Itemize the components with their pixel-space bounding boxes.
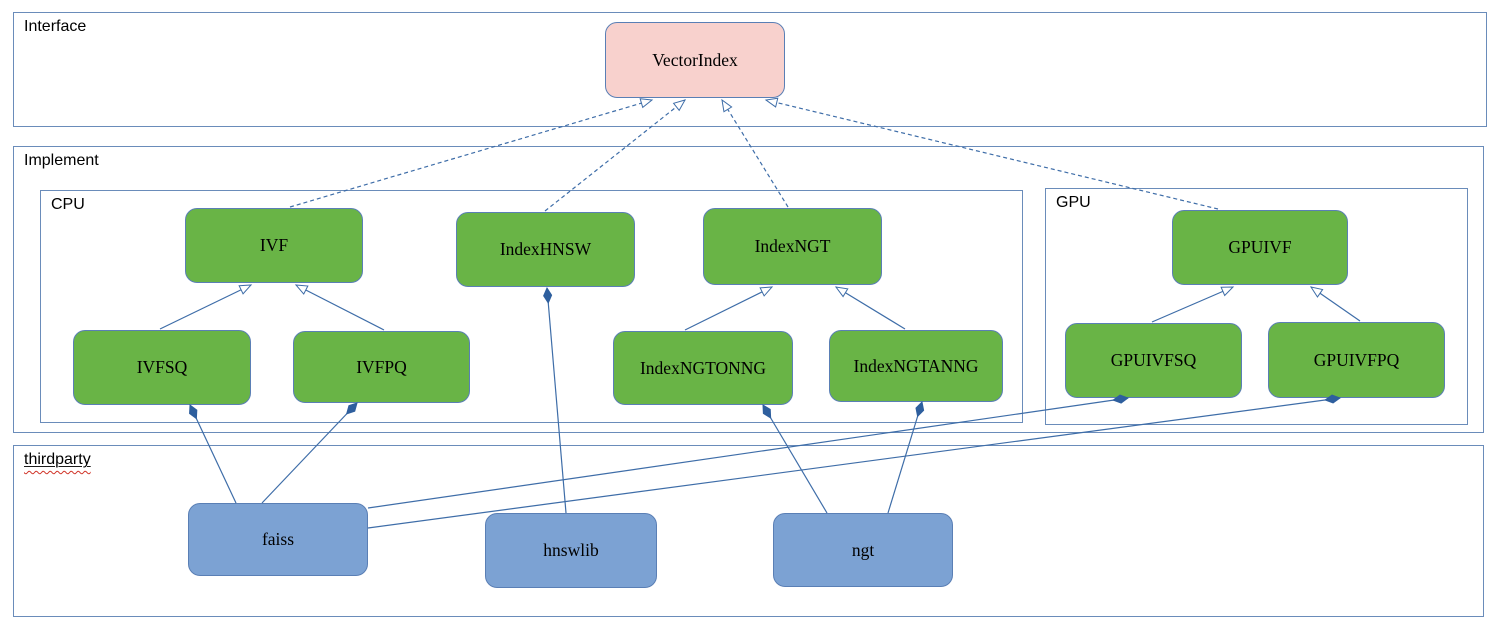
- container-label-implement: Implement: [24, 152, 99, 169]
- node-indexngtonng[interactable]: IndexNGTONNG: [613, 331, 793, 405]
- node-indexngtanng-label: IndexNGTANNG: [853, 355, 979, 376]
- node-gpuivfsq[interactable]: GPUIVFSQ: [1065, 323, 1242, 398]
- node-indexngt[interactable]: IndexNGT: [703, 208, 882, 285]
- container-label-gpu: GPU: [1056, 194, 1091, 211]
- container-label-cpu: CPU: [51, 196, 85, 213]
- node-indexhnsw-label: IndexHNSW: [499, 239, 592, 259]
- node-gpuivfsq-label: GPUIVFSQ: [1110, 350, 1197, 370]
- node-ivf-label: IVF: [259, 235, 289, 255]
- node-ivfsq[interactable]: IVFSQ: [73, 330, 251, 405]
- node-gpuivfpq-label: GPUIVFPQ: [1313, 349, 1400, 370]
- node-ngt[interactable]: ngt: [773, 513, 953, 587]
- node-ngt-label: ngt: [851, 539, 875, 560]
- node-faiss-label: faiss: [261, 529, 295, 549]
- node-faiss[interactable]: faiss: [188, 503, 368, 576]
- node-vectorindex[interactable]: VectorIndex: [605, 22, 785, 98]
- node-indexngtanng[interactable]: IndexNGTANNG: [829, 330, 1003, 402]
- node-hnswlib-label: hnswlib: [543, 540, 599, 560]
- container-label-thirdparty: thirdparty: [24, 451, 91, 469]
- node-hnswlib[interactable]: hnswlib: [485, 513, 657, 588]
- node-indexhnsw[interactable]: IndexHNSW: [456, 212, 635, 287]
- node-gpuivf[interactable]: GPUIVF: [1172, 210, 1348, 285]
- node-vectorindex-label: VectorIndex: [652, 49, 738, 70]
- node-gpuivf-label: GPUIVF: [1228, 237, 1292, 257]
- container-label-interface: Interface: [24, 18, 87, 35]
- container-label-thirdparty-text: thirdparty: [24, 451, 91, 468]
- node-indexngtonng-label: IndexNGTONNG: [639, 357, 767, 378]
- node-ivf[interactable]: IVF: [185, 208, 363, 283]
- node-ivfpq-label: IVFPQ: [356, 356, 407, 377]
- node-gpuivfpq[interactable]: GPUIVFPQ: [1268, 322, 1445, 398]
- node-ivfsq-label: IVFSQ: [136, 357, 188, 377]
- node-ivfpq[interactable]: IVFPQ: [293, 331, 470, 403]
- node-indexngt-label: IndexNGT: [754, 236, 831, 256]
